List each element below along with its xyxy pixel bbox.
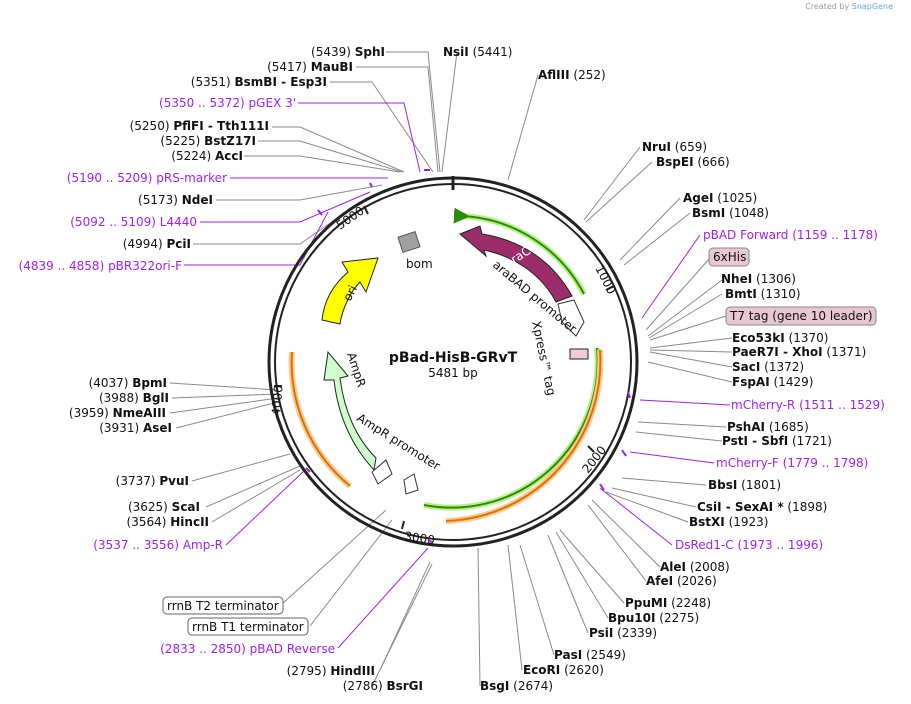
site-label-alei[interactable]: AleI (2008) bbox=[660, 560, 730, 574]
site-label-bgli[interactable]: (3988) BglI bbox=[99, 391, 169, 405]
site-label-bpmi[interactable]: (4037) BpmI bbox=[89, 376, 167, 390]
site-label-l4440[interactable]: (5092 .. 5109) L4440 bbox=[70, 215, 197, 229]
site-label-bmti[interactable]: BmtI (1310) bbox=[725, 287, 801, 301]
site-label-afliii[interactable]: AflIII (252) bbox=[538, 68, 606, 82]
orf-arc-orange bbox=[445, 349, 602, 522]
site-label-nrui[interactable]: NruI (659) bbox=[642, 140, 707, 154]
site-label-amp-r[interactable]: (3537 .. 3556) Amp-R bbox=[93, 538, 223, 552]
site-label-eco53ki[interactable]: Eco53kI (1370) bbox=[732, 331, 828, 345]
site-label-acci[interactable]: (5224) AccI bbox=[171, 149, 243, 163]
site-label-pshai[interactable]: PshAI (1685) bbox=[727, 420, 809, 434]
site-label-pbr322ori-f[interactable]: (4839 .. 4858) pBR322ori-F bbox=[19, 259, 183, 273]
tick-label-4000: 4000 bbox=[269, 385, 286, 417]
site-label-ndei[interactable]: (5173) NdeI bbox=[138, 193, 213, 207]
feature-label-ampr-promoter: AmpR promoter bbox=[354, 411, 442, 473]
site-label-pbad-forward[interactable]: pBAD Forward (1159 .. 1178) bbox=[703, 228, 878, 242]
ring-tick-marks bbox=[274, 205, 615, 530]
site-label-maubi[interactable]: (5417) MauBI bbox=[267, 60, 353, 74]
site-label-bsmbi-esp3i[interactable]: (5351) BsmBI - Esp3I bbox=[191, 75, 327, 89]
feature-ori[interactable] bbox=[321, 257, 379, 325]
site-label-agei[interactable]: AgeI (1025) bbox=[683, 191, 757, 205]
site-label-pcii[interactable]: (4994) PciI bbox=[123, 237, 191, 251]
svg-text:rrnB T1 terminator: rrnB T1 terminator bbox=[192, 620, 304, 634]
site-label-bstz17i[interactable]: (5225) BstZ17I bbox=[160, 134, 256, 148]
site-labels: (5439) SphI(5417) MauBI(5351) BsmBI - Es… bbox=[19, 45, 885, 693]
site-label-nsii[interactable]: NsiI (5441) bbox=[443, 45, 512, 59]
boxed-label-6xhis[interactable]: 6xHis bbox=[708, 247, 750, 267]
boxed-label-rrnb-t1[interactable]: rrnB T1 terminator bbox=[187, 617, 309, 636]
feature-ampr[interactable] bbox=[323, 350, 377, 472]
feature-arabad-promoter[interactable] bbox=[557, 299, 585, 337]
plasmid-length: 5481 bp bbox=[428, 366, 478, 380]
site-label-pvui[interactable]: (3737) PvuI bbox=[116, 474, 189, 488]
svg-text:6xHis: 6xHis bbox=[713, 250, 746, 264]
site-label-bsgi[interactable]: BsgI (2674) bbox=[480, 679, 553, 693]
boxed-label-rrnb-t2[interactable]: rrnB T2 terminator bbox=[162, 596, 284, 615]
site-label-bsrgi[interactable]: (2786) BsrGI bbox=[343, 679, 423, 693]
feature-label-xpress-tag: Xpress™ tag bbox=[529, 320, 558, 397]
feature-ampr-promoter[interactable] bbox=[371, 459, 393, 485]
site-label-nmeaiii[interactable]: (3959) NmeAIII bbox=[69, 406, 166, 420]
site-label-psti-sbfi[interactable]: PstI - SbfI (1721) bbox=[722, 434, 832, 448]
feature-arac[interactable] bbox=[459, 225, 573, 303]
label-leader-lines bbox=[169, 51, 733, 687]
site-label-scai[interactable]: (3625) ScaI bbox=[128, 500, 200, 514]
site-label-pgex-3[interactable]: (5350 .. 5372) pGEX 3' bbox=[159, 96, 296, 110]
site-label-fspai[interactable]: FspAI (1429) bbox=[732, 375, 813, 389]
svg-text:T7 tag (gene 10 leader): T7 tag (gene 10 leader) bbox=[729, 309, 873, 323]
svg-text:rrnB T2 terminator: rrnB T2 terminator bbox=[167, 599, 279, 613]
tick-label-3000: 3000 bbox=[404, 529, 436, 547]
site-label-hincii[interactable]: (3564) HincII bbox=[127, 515, 209, 529]
orf-arc-ampr bbox=[290, 351, 351, 487]
site-label-ppumi[interactable]: PpuMI (2248) bbox=[625, 596, 711, 610]
site-label-pasi[interactable]: PasI (2549) bbox=[554, 648, 626, 662]
orf-arc-arac bbox=[453, 207, 585, 295]
feature-bom[interactable] bbox=[397, 230, 421, 254]
primer-marks bbox=[305, 169, 631, 543]
site-label-bspei[interactable]: BspEI (666) bbox=[656, 155, 730, 169]
site-label-mcherry-f[interactable]: mCherry-F (1779 .. 1798) bbox=[716, 456, 868, 470]
feature-label-ampr: AmpR bbox=[344, 351, 368, 389]
site-label-psii[interactable]: PsiI (2339) bbox=[589, 626, 657, 640]
site-label-prs-marker[interactable]: (5190 .. 5209) pRS-marker bbox=[67, 171, 227, 185]
site-label-sphi[interactable]: (5439) SphI bbox=[311, 45, 385, 59]
site-label-pflfi-tth111i[interactable]: (5250) PflFI - Tth111I bbox=[130, 119, 269, 133]
site-label-pbad-reverse[interactable]: (2833 .. 2850) pBAD Reverse bbox=[160, 642, 335, 656]
site-label-bpu10i[interactable]: Bpu10I (2275) bbox=[608, 611, 699, 625]
plasmid-name: pBad-HisB-GRvT bbox=[389, 350, 518, 366]
site-label-afei[interactable]: AfeI (2026) bbox=[646, 574, 717, 588]
boxed-label-t7-tag[interactable]: T7 tag (gene 10 leader) bbox=[725, 306, 877, 326]
site-label-nhei[interactable]: NheI (1306) bbox=[721, 272, 796, 286]
feature-xpress-tag[interactable] bbox=[569, 348, 589, 360]
site-label-dsred1-c[interactable]: DsRed1-C (1973 .. 1996) bbox=[675, 538, 823, 552]
feature-arrow-small bbox=[403, 473, 419, 495]
site-label-mcherry-r[interactable]: mCherry-R (1511 .. 1529) bbox=[731, 398, 885, 412]
site-label-paer7i-xhoi[interactable]: PaeR7I - XhoI (1371) bbox=[732, 345, 866, 359]
brand-name: SnapGene bbox=[851, 2, 893, 11]
site-label-asei[interactable]: (3931) AseI bbox=[99, 421, 172, 435]
credit-text: Created by SnapGene bbox=[805, 2, 893, 11]
site-label-csii-sexai[interactable]: CsiI - SexAI * (1898) bbox=[697, 500, 827, 514]
site-label-ecori[interactable]: EcoRI (2620) bbox=[523, 663, 604, 677]
site-label-hindiii[interactable]: (2795) HindIII bbox=[287, 664, 375, 678]
tick-label-1000: 1000 bbox=[592, 263, 618, 297]
feature-label-ori: ori bbox=[340, 283, 360, 303]
site-label-bstxi[interactable]: BstXI (1923) bbox=[689, 515, 768, 529]
feature-label-bom: bom bbox=[406, 257, 433, 271]
site-label-saci[interactable]: SacI (1372) bbox=[732, 360, 804, 374]
site-label-bbsi[interactable]: BbsI (1801) bbox=[708, 478, 781, 492]
site-label-bsmi[interactable]: BsmI (1048) bbox=[692, 206, 769, 220]
